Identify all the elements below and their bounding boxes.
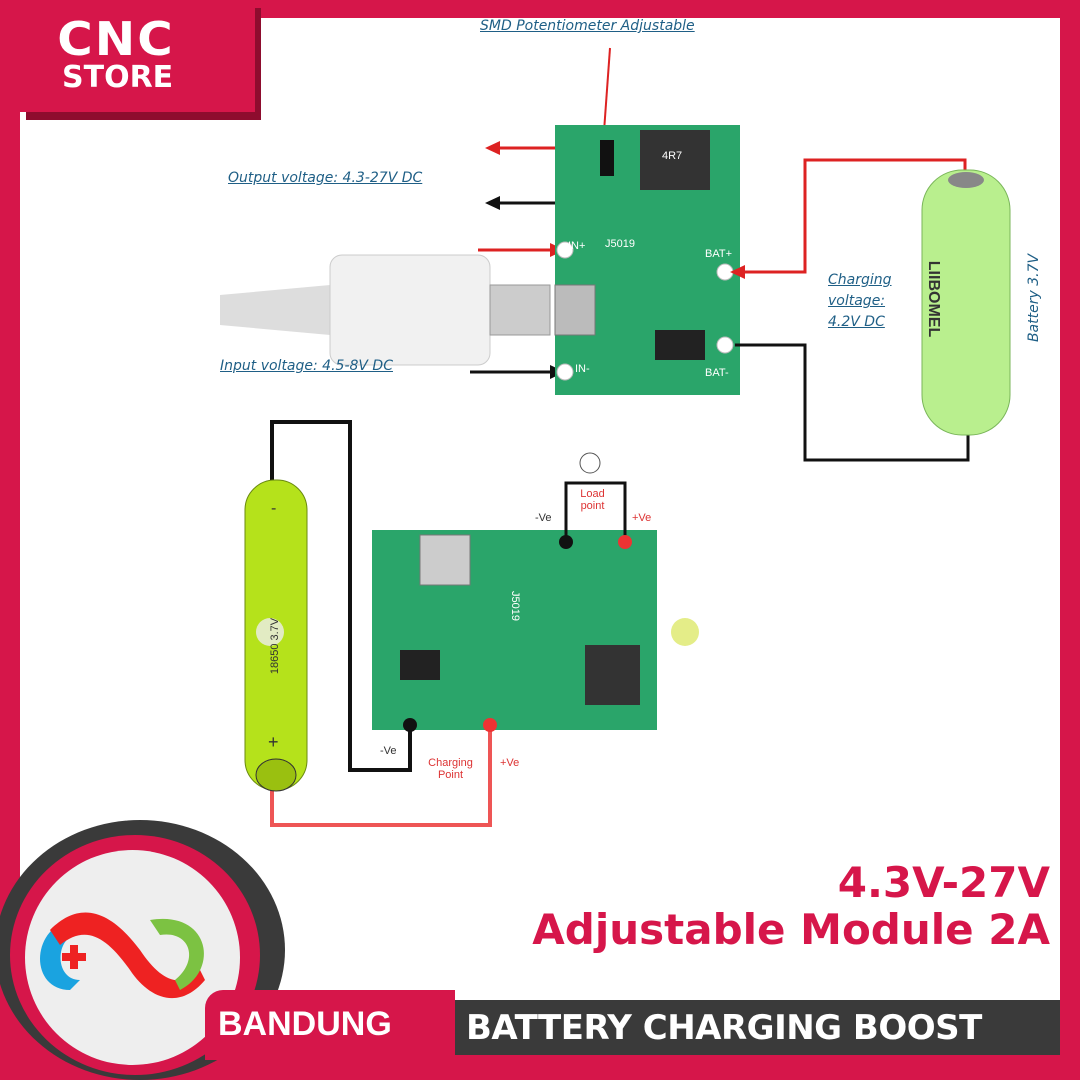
brand-badge (20, 0, 255, 112)
charging-label-1: Charging (828, 272, 892, 288)
charging-label: Charging voltage: 4.2V DC (828, 270, 892, 333)
mark-in-plus: IN+ (568, 240, 586, 252)
mark-in-minus: IN- (575, 363, 590, 375)
charging-label-2: voltage: (828, 293, 886, 309)
battery-label: Battery 3.7V (1026, 253, 1043, 343)
battery-top (921, 169, 1011, 436)
charging-point-label: Charging Point (428, 757, 473, 781)
load-neg: -Ve (535, 512, 552, 524)
mark-j5019: J5019 (605, 238, 635, 250)
mark-4r7: 4R7 (662, 150, 683, 162)
battery-plus: + (268, 732, 279, 752)
input-label: Input voltage: 4.5-8V DC (220, 358, 393, 374)
usb-plug (329, 254, 491, 366)
load-pos: +Ve (632, 512, 652, 524)
charging-label-3: 4.2V DC (828, 314, 885, 330)
city-label: BANDUNG (218, 1005, 392, 1043)
charge-neg: -Ve (380, 745, 397, 757)
prev-arrow-icon (256, 618, 284, 646)
title-voltage: 4.3V-27V (837, 858, 1050, 907)
output-label: Output voltage: 4.3-27V DC (228, 170, 423, 186)
mark-bat-plus: BAT+ (705, 248, 733, 260)
battery-print-bottom: 18650 3.7V (269, 617, 281, 675)
bulb-icon (579, 452, 601, 474)
title-module: Adjustable Module 2A (532, 905, 1050, 954)
next-arrow-icon (671, 618, 699, 646)
brand-line2: STORE (62, 60, 174, 95)
mark-j5019-bottom: J5019 (508, 591, 521, 621)
banner-title: BATTERY CHARGING BOOST (466, 1008, 982, 1048)
load-point-label: Load point (580, 488, 605, 512)
battery-print-top: LIIBOMEL (925, 260, 943, 338)
dark-banner (440, 1000, 1060, 1055)
city-pill (205, 990, 455, 1060)
charge-pos: +Ve (500, 757, 520, 769)
pot-label: SMD Potentiometer Adjustable (480, 18, 695, 34)
brand-line1: CNC (57, 12, 175, 66)
infinity-logo-icon (40, 912, 205, 999)
mark-bat-minus: BAT- (705, 367, 729, 379)
battery-minus: - (271, 500, 277, 517)
